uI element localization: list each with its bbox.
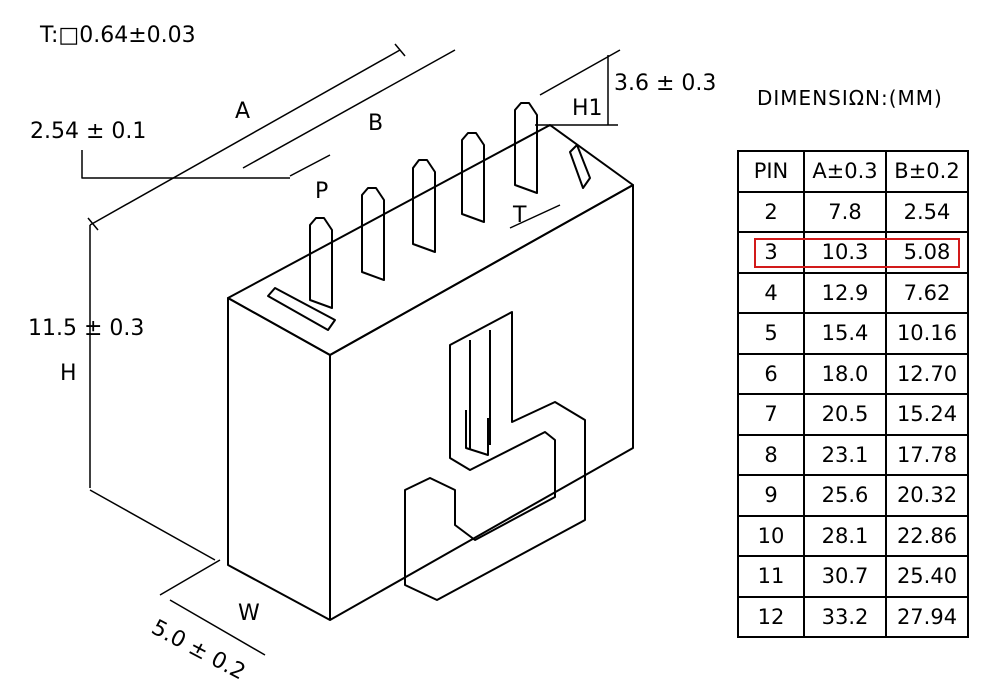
a-cell: 12.9 — [803, 271, 887, 314]
pin-cell: 10 — [737, 514, 805, 557]
a-cell: 25.6 — [803, 474, 887, 517]
right-slot — [569, 144, 591, 189]
pin-cell: 8 — [737, 433, 805, 476]
dimension-lines — [81, 43, 621, 656]
dim-w-label: W — [238, 601, 260, 626]
dim-b-label: B — [368, 111, 383, 136]
dim-h1-label: H1 — [572, 96, 603, 121]
pin-cell: 11 — [737, 555, 805, 598]
a-cell: 20.5 — [803, 393, 887, 436]
pin-cell: 2 — [737, 190, 805, 233]
pin-cell: 4 — [737, 271, 805, 314]
b-cell: 27.94 — [885, 595, 969, 638]
a-cell: 15.4 — [803, 312, 887, 355]
pin-cell: 6 — [737, 352, 805, 395]
b-cell: 10.16 — [885, 312, 969, 355]
b-cell: 15.24 — [885, 393, 969, 436]
dim-p-label: P — [315, 179, 328, 204]
pin-cell: 5 — [737, 312, 805, 355]
column-header: A±0.3 — [803, 150, 887, 193]
housing-front-face — [227, 297, 331, 621]
pitch-tolerance-label: 2.54 ± 0.1 — [30, 119, 146, 144]
pin-cell: 12 — [737, 595, 805, 638]
table-title: DIMENSIΩN:(MM) — [757, 86, 943, 110]
b-cell: 17.78 — [885, 433, 969, 476]
b-cell: 20.32 — [885, 474, 969, 517]
latch — [404, 311, 586, 601]
dim-a-label: A — [235, 99, 250, 124]
a-cell: 30.7 — [803, 555, 887, 598]
dim-t-label: T — [512, 203, 527, 228]
pin-cell: 9 — [737, 474, 805, 517]
left-slot — [267, 287, 336, 331]
a-cell: 23.1 — [803, 433, 887, 476]
column-header: PIN — [737, 150, 805, 193]
b-cell: 12.70 — [885, 352, 969, 395]
housing-side-face — [329, 184, 634, 621]
latch-inner — [469, 330, 491, 450]
pin-cell: 7 — [737, 393, 805, 436]
b-cell: 22.86 — [885, 514, 969, 557]
a-cell: 7.8 — [803, 190, 887, 233]
a-cell: 18.0 — [803, 352, 887, 395]
height-value-label: 11.5 ± 0.3 — [28, 316, 144, 341]
highlight-box — [754, 238, 960, 268]
b-cell: 2.54 — [885, 190, 969, 233]
width-value-label: 5.0 ± 0.2 — [147, 615, 249, 685]
a-cell: 28.1 — [803, 514, 887, 557]
column-header: B±0.2 — [885, 150, 969, 193]
a-cell: 33.2 — [803, 595, 887, 638]
dim-h-label: H — [60, 361, 77, 386]
pins — [309, 102, 538, 456]
b-cell: 25.40 — [885, 555, 969, 598]
b-cell: 7.62 — [885, 271, 969, 314]
table-header-row: PIN A±0.3 B±0.2 — [737, 150, 969, 193]
h1-value-label: 3.6 ± 0.3 — [614, 71, 716, 96]
thickness-label: T:□0.64±0.03 — [39, 23, 196, 48]
